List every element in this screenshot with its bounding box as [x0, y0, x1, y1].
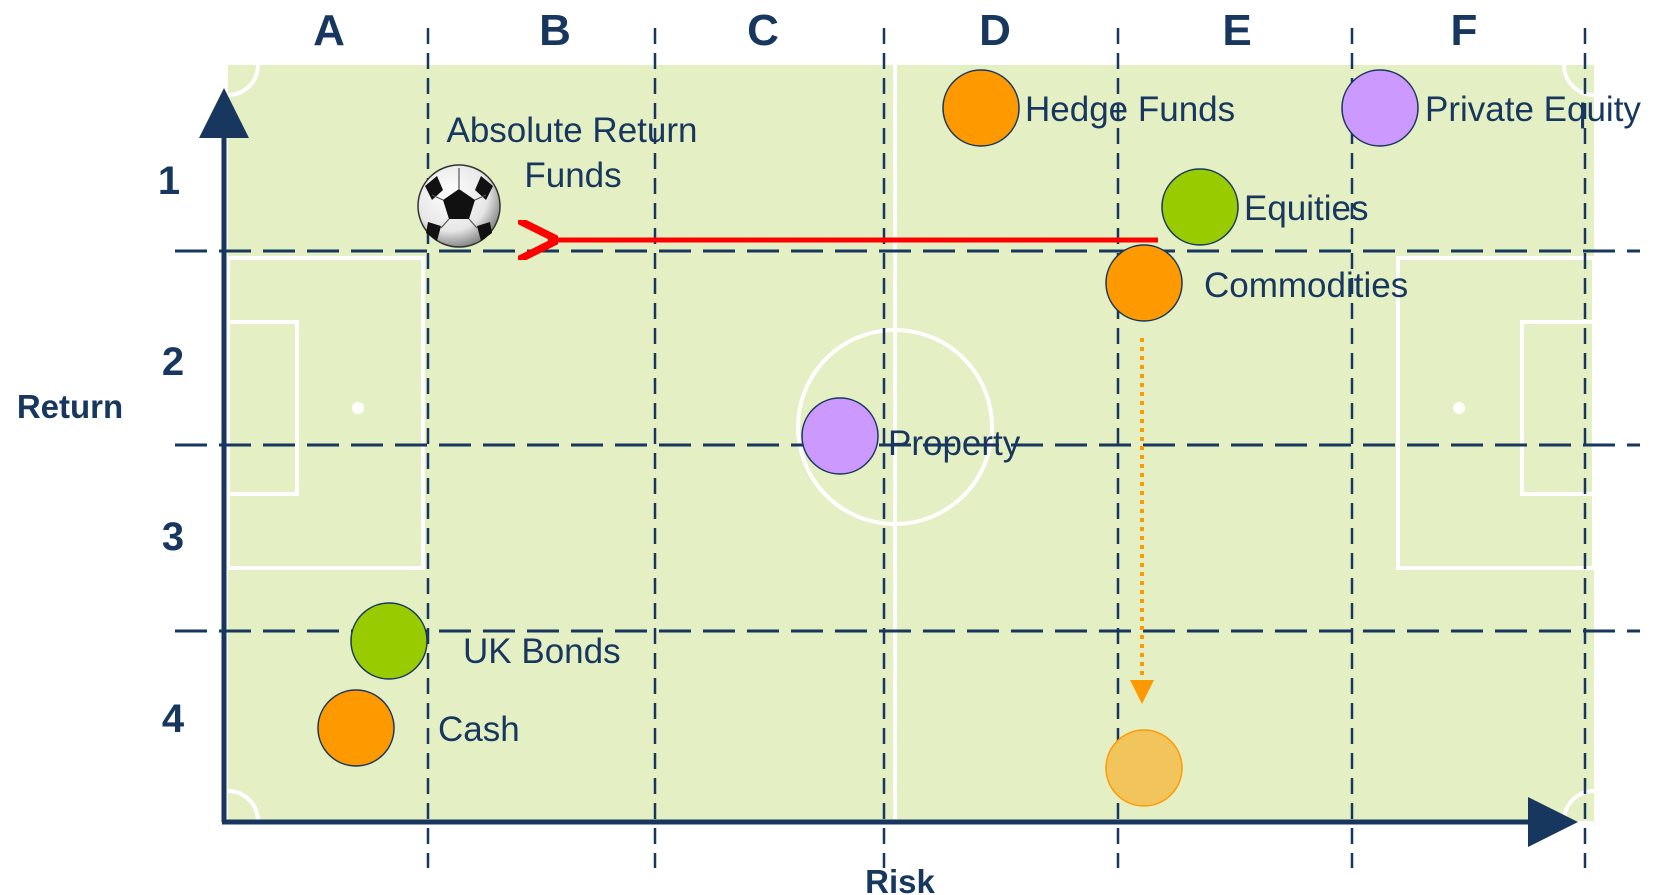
cash-label: Cash — [438, 710, 520, 749]
row-label-2: 2 — [162, 340, 184, 384]
uk-bonds-label: UK Bonds — [463, 632, 621, 671]
soccer-ball-icon — [417, 164, 501, 248]
centre-circle — [796, 328, 994, 526]
row-label-1: 1 — [158, 159, 180, 203]
absolute-return-label-line-2: Funds — [524, 156, 621, 195]
property-label: Property — [888, 424, 1021, 463]
commodities-ghost-marker — [1105, 729, 1183, 807]
column-label-e: E — [1222, 6, 1251, 55]
equities-label: Equities — [1244, 189, 1369, 228]
commodities-marker — [1105, 244, 1183, 322]
left-goal-area — [226, 320, 299, 496]
column-gridlines — [426, 28, 1587, 868]
column-label-d: D — [979, 6, 1011, 55]
corner-arc-top-right — [1562, 64, 1595, 97]
equities-marker — [1161, 168, 1239, 246]
left-penalty-spot — [352, 402, 364, 414]
right-goal-area — [1520, 320, 1596, 496]
column-label-f: F — [1451, 6, 1478, 55]
private-equity-marker — [1341, 69, 1419, 147]
y-axis-label: Return — [17, 388, 123, 425]
column-label-a: A — [313, 6, 345, 55]
hedge-funds-label: Hedge Funds — [1025, 90, 1235, 129]
cash-marker — [317, 689, 395, 767]
row-label-4: 4 — [162, 697, 185, 741]
absolute-return-label-line-1: Absolute Return — [447, 111, 698, 150]
commodities-label: Commodities — [1204, 266, 1408, 305]
uk-bonds-marker — [350, 602, 428, 680]
hedge-funds-marker — [942, 69, 1020, 147]
right-penalty-spot — [1453, 402, 1465, 414]
property-marker — [801, 397, 879, 475]
private-equity-label: Private Equity — [1425, 90, 1641, 129]
row-label-3: 3 — [162, 515, 184, 559]
column-label-b: B — [539, 6, 571, 55]
corner-arc-bottom-left — [227, 789, 260, 822]
column-label-c: C — [747, 6, 779, 55]
x-axis-label: Risk — [865, 863, 935, 895]
